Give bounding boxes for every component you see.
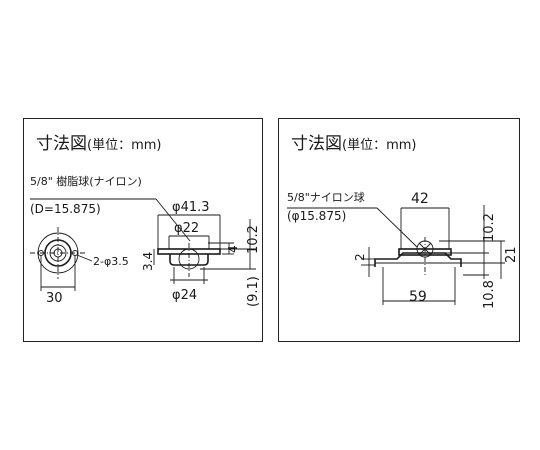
dim-30-label: 30 [46,291,63,306]
dim-d41-label: φ41.3 [172,200,210,215]
left-top-view: 30 2-φ3.5 [30,227,129,306]
right-side-view [374,237,462,275]
dim-2-label: 2 [353,253,367,261]
left-panel-title: 寸法図(単位：mm) [36,129,161,154]
dim-102-label: 10.2 [246,225,261,254]
dim-34-label: 3.4 [141,252,155,271]
dim-59-label: 59 [409,289,427,305]
left-side-view: φ41.3 φ22 φ24 3.4 [141,200,261,307]
right-panel-title: 寸法図(単位：mm) [291,129,416,154]
dim-91-label: (9.1) [246,276,261,307]
right-ball-diameter: (φ15.875) [287,209,346,223]
left-drawing: 30 2-φ3.5 5/8" 樹脂球(ナイロン) (D=15.875) φ41.… [30,174,261,307]
left-title-text: 寸法図 [36,134,87,154]
right-title-text: 寸法図 [291,134,342,154]
dim-102-right-label: 10.2 [482,213,497,242]
left-ball-diameter: (D=15.875) [30,202,101,216]
dim-108-label: 10.8 [482,280,497,309]
dim-holes-label: 2-φ3.5 [93,255,129,268]
dim-d24-label: φ24 [172,288,197,303]
left-unit-text: (単位：mm) [87,138,162,153]
right-ball-label: 5/8"ナイロン球 [287,190,365,204]
right-unit-text: (単位：mm) [342,138,417,153]
dim-d22-label: φ22 [174,221,199,236]
left-dimension-panel: 寸法図(単位：mm) 30 2-φ3.5 5/8" 樹脂球(ナイロン) (D=1… [23,118,263,342]
right-drawing: 5/8"ナイロン球 (φ15.875) 42 2 10.2 [287,190,519,309]
dim-21-label: 21 [504,246,519,263]
dim-42-label: 42 [411,191,429,207]
left-ball-label: 5/8" 樹脂球(ナイロン) [30,174,142,188]
right-dimension-panel: 寸法図(単位：mm) 5/8"ナイロン球 (φ15.875) 42 2 [278,118,520,342]
